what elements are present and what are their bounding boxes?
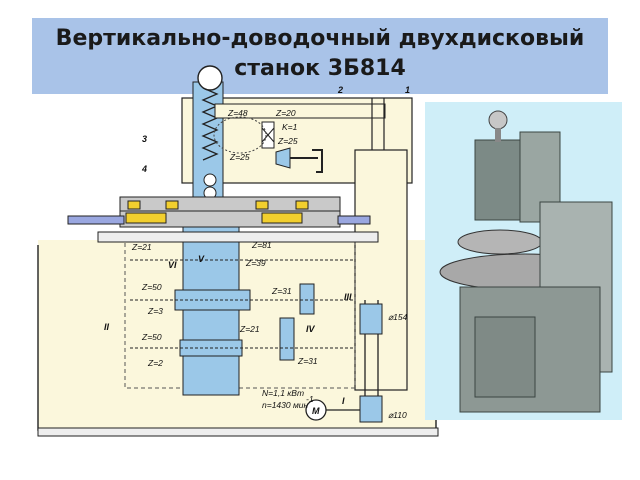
shaft-v: V bbox=[198, 254, 205, 264]
upper-horizontal-shaft bbox=[214, 103, 386, 119]
ball-joint bbox=[203, 173, 217, 187]
shaft-i: I bbox=[342, 396, 345, 406]
bevel-gear bbox=[275, 147, 291, 169]
gear-label-z39: Z=39 bbox=[245, 258, 266, 268]
pulley-label-110: ⌀110 bbox=[388, 410, 407, 420]
workpiece bbox=[295, 200, 309, 210]
shaft-ii: II bbox=[104, 322, 110, 332]
handle bbox=[312, 149, 323, 173]
title-line-2: станок 3Б814 bbox=[234, 56, 406, 81]
callout-labels: 1 2 3 4 bbox=[141, 85, 410, 174]
separator-2 bbox=[261, 212, 303, 224]
gear-label-z20: Z=20 bbox=[275, 108, 296, 118]
right-tray bbox=[337, 215, 371, 225]
motor-speed-exponent: -1 bbox=[306, 394, 314, 404]
gear-label-z50-b: Z=50 bbox=[141, 332, 162, 342]
photo-head bbox=[474, 139, 521, 221]
slide-title: Вертикально-доводочный двухдисковый стан… bbox=[32, 24, 608, 84]
motor-symbol: M bbox=[312, 406, 320, 416]
gear-ring-dashed bbox=[213, 116, 267, 154]
gear-label-z48: Z=48 bbox=[227, 108, 248, 118]
gear-label-z25-b: Z=25 bbox=[229, 152, 250, 162]
photo-upper-disc bbox=[457, 229, 543, 255]
pulley-110 bbox=[359, 395, 383, 423]
worm-cross-2 bbox=[261, 127, 275, 143]
pressure-spring bbox=[201, 87, 219, 161]
callout-1: 1 bbox=[405, 85, 410, 95]
gear-labels: Z=48 Z=20 K=1 Z=25 Z=25 Z=21 Z=81 Z=39 Z… bbox=[131, 108, 318, 368]
photo-base-door bbox=[474, 316, 536, 398]
gear-label-z2: Z=2 bbox=[147, 358, 163, 368]
table-plate bbox=[97, 231, 379, 243]
shaft-vi: VI bbox=[168, 260, 177, 270]
motor-speed: n=1430 мин bbox=[262, 400, 309, 410]
gear-label-z25-a: Z=25 bbox=[277, 136, 298, 146]
gear-label-z50-a: Z=50 bbox=[141, 282, 162, 292]
gear-label-z21-b: Z=21 bbox=[239, 324, 260, 334]
gear-label-z31-a: Z=31 bbox=[271, 286, 292, 296]
shaft-iv: IV bbox=[306, 324, 316, 334]
gear-21-shaft-IV bbox=[279, 317, 295, 361]
column bbox=[354, 149, 408, 391]
pulley-154 bbox=[359, 303, 383, 335]
title-line-1: Вертикально-доводочный двухдисковый bbox=[55, 26, 585, 51]
title-banner bbox=[32, 18, 608, 94]
workpiece bbox=[165, 200, 179, 210]
callout-4: 4 bbox=[141, 164, 147, 174]
gear-label-z21: Z=21 bbox=[131, 242, 152, 252]
workpiece bbox=[255, 200, 269, 210]
callout-2: 2 bbox=[337, 85, 343, 95]
photo-gauge bbox=[488, 110, 508, 130]
left-tray bbox=[67, 215, 125, 225]
gear-label-z3: Z=3 bbox=[147, 306, 163, 316]
floor-plate bbox=[37, 427, 439, 437]
shaft-iii: III bbox=[344, 292, 352, 302]
separator bbox=[125, 212, 167, 224]
handwheel bbox=[197, 65, 223, 91]
gear-label-z81: Z=81 bbox=[251, 240, 272, 250]
gear-31-shaft-III bbox=[299, 283, 315, 315]
pulley-label-154: ⌀154 bbox=[388, 312, 408, 322]
photo-gauge-stem bbox=[495, 128, 501, 142]
motor-power: N=1,1 кВт bbox=[262, 388, 304, 398]
gear-label-z31-b: Z=31 bbox=[297, 356, 318, 366]
machine-photo bbox=[425, 102, 622, 420]
shaft-numerals: V VI III II IV I bbox=[104, 254, 352, 406]
gear-label-k1: K=1 bbox=[282, 122, 298, 132]
callout-3: 3 bbox=[142, 134, 147, 144]
workpiece bbox=[127, 200, 141, 210]
